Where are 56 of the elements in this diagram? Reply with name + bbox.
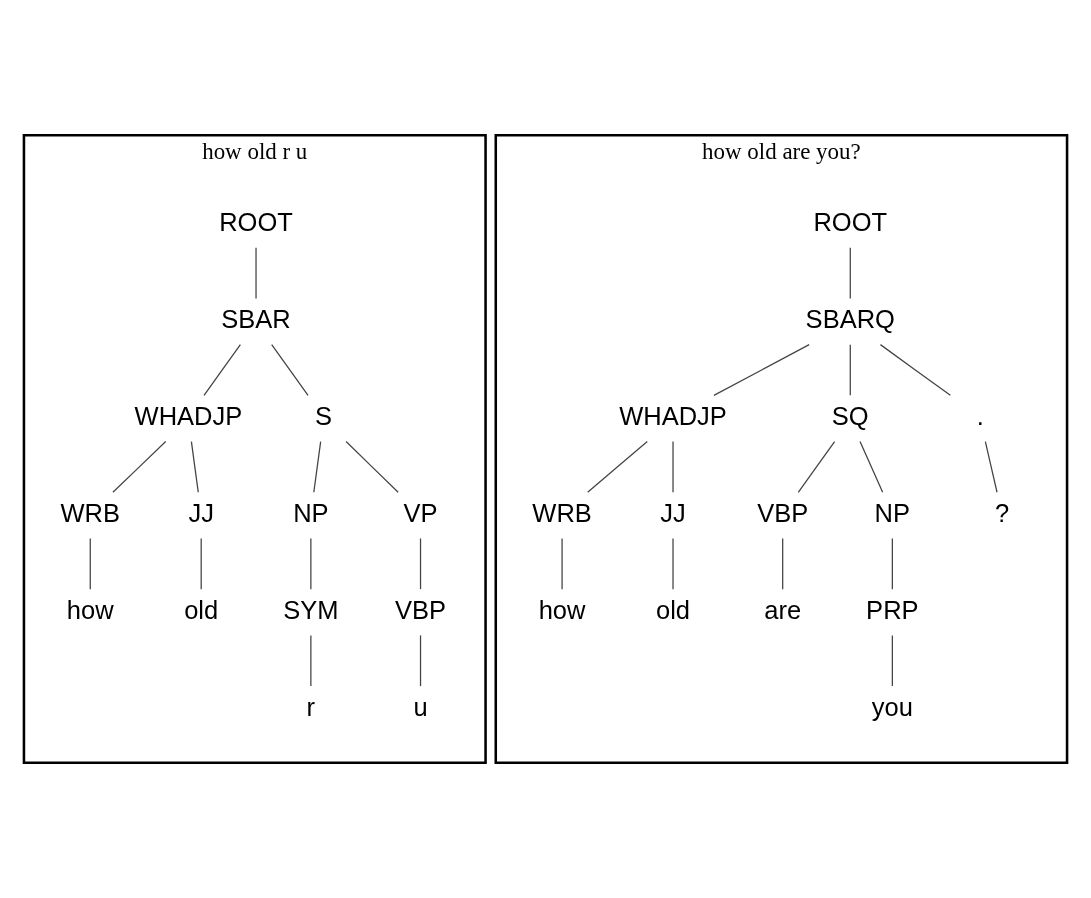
connector bbox=[200, 537, 202, 590]
connector bbox=[891, 537, 893, 590]
connector bbox=[782, 537, 784, 590]
node-text: WHADJP bbox=[619, 401, 727, 430]
connector bbox=[859, 440, 884, 493]
connector bbox=[797, 440, 836, 493]
node-text: u bbox=[413, 692, 428, 721]
connector bbox=[345, 440, 399, 493]
node-text: how bbox=[66, 595, 114, 624]
node-text: SBARQ bbox=[805, 304, 895, 333]
node-text: how bbox=[538, 595, 586, 624]
node-text: r bbox=[306, 692, 316, 721]
node-text: . bbox=[976, 401, 984, 430]
connector bbox=[984, 440, 998, 493]
connector bbox=[419, 537, 422, 590]
connector bbox=[891, 634, 893, 687]
node-text: old bbox=[184, 595, 219, 624]
node-text: are bbox=[764, 595, 802, 624]
connector bbox=[271, 344, 309, 396]
connector bbox=[419, 634, 422, 687]
node-text: ROOT bbox=[813, 207, 888, 236]
connector bbox=[310, 634, 312, 687]
node-text: SYM bbox=[283, 595, 339, 624]
node-text: NP bbox=[293, 498, 329, 527]
connector bbox=[112, 440, 167, 493]
connector bbox=[203, 344, 241, 396]
node-text: old bbox=[656, 595, 691, 624]
node-text: PRP bbox=[866, 595, 919, 624]
node-text: you bbox=[871, 692, 913, 721]
node-text: WRB bbox=[532, 498, 592, 527]
connector bbox=[849, 247, 851, 300]
node-text: WHADJP bbox=[134, 401, 243, 430]
connector bbox=[672, 440, 674, 493]
connector bbox=[190, 440, 199, 493]
connector bbox=[587, 440, 648, 493]
node-text: ? bbox=[994, 498, 1010, 527]
node-text: S bbox=[315, 401, 333, 430]
connector bbox=[879, 344, 951, 396]
node-text: NP bbox=[874, 498, 911, 527]
connector bbox=[310, 537, 312, 590]
connector bbox=[849, 344, 851, 396]
connector bbox=[255, 247, 257, 300]
node-text: SBAR bbox=[221, 304, 291, 333]
connector bbox=[672, 537, 674, 590]
node-text: VP bbox=[403, 498, 438, 527]
node-text: JJ bbox=[660, 498, 686, 527]
node-text: WRB bbox=[60, 498, 121, 527]
connector bbox=[561, 537, 563, 590]
node-text: ROOT bbox=[219, 207, 293, 236]
node-text: SQ bbox=[831, 401, 869, 430]
node-text: VBP bbox=[757, 498, 809, 527]
connector bbox=[89, 537, 91, 590]
connector bbox=[713, 344, 810, 396]
node-text: VBP bbox=[395, 595, 447, 624]
node-text: JJ bbox=[188, 498, 214, 527]
connector bbox=[313, 440, 322, 493]
